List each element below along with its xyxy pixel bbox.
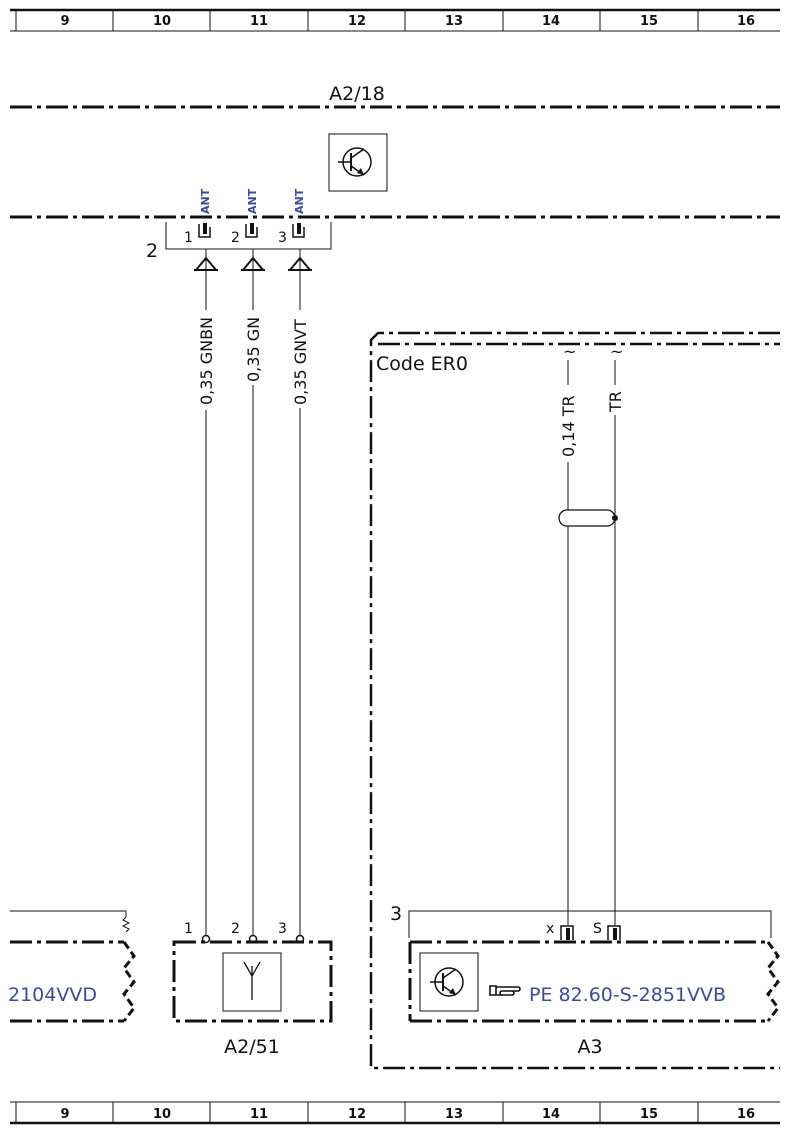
column-label: 12 [348, 1107, 366, 1122]
wire-label: 0,35 GN [244, 317, 263, 382]
left-reference[interactable]: 2104VVD [8, 984, 97, 1006]
column-label: 10 [153, 1107, 171, 1122]
pin-number: x [546, 921, 554, 937]
twisted-pair-marker [558, 509, 616, 527]
pin-label: ANT [246, 188, 259, 214]
column-label: 9 [60, 1107, 69, 1122]
antenna-icon [243, 961, 261, 1000]
column-label: 10 [153, 14, 171, 29]
component-name: A3 [577, 1036, 602, 1058]
column-label: 12 [348, 14, 366, 29]
wire-label: 0,35 GNVT [291, 319, 310, 405]
pin-number: 2 [231, 921, 240, 937]
connector-number: 3 [390, 903, 402, 925]
code-label: Code ER0 [376, 353, 468, 375]
column-label: 15 [640, 14, 658, 29]
component-name: A2/18 [329, 83, 385, 105]
column-label: 11 [250, 14, 268, 29]
column-label: 15 [640, 1107, 658, 1122]
column-label: 13 [445, 1107, 463, 1122]
pin-number: 3 [278, 230, 287, 246]
code-er0-box: Code ER0 ~ ~ 0,14 TR TR 3 x S [369, 331, 780, 1070]
column-label: 14 [542, 1107, 560, 1122]
pin-number: S [593, 921, 602, 937]
transistor-icon [430, 967, 464, 997]
column-ruler-top: 9 10 11 12 13 14 15 16 [10, 8, 780, 32]
column-label: 11 [250, 1107, 268, 1122]
pin-number: 2 [231, 230, 240, 246]
wire-label: 0,35 GNBN [197, 317, 216, 405]
column-label: 16 [737, 1107, 755, 1122]
component-a2-51: 1 2 3 A2/51 [172, 921, 333, 1058]
column-label: 13 [445, 14, 463, 29]
component-name: A2/51 [224, 1036, 280, 1058]
pin-number: 1 [184, 230, 193, 246]
column-label: 9 [60, 14, 69, 29]
column-ruler-bottom: 9 10 11 12 13 14 15 16 [10, 1101, 780, 1125]
component-a2-18: A2/18 [10, 83, 780, 219]
left-component: 2104VVD [8, 910, 136, 1023]
wire-label: 0,14 TR [559, 395, 578, 457]
connector-number: 2 [146, 240, 158, 262]
pin-number: 3 [278, 921, 287, 937]
wires: 0,35 GNBN 0,35 GN 0,35 GNVT [197, 249, 310, 935]
connector-2: 2 1 2 3 ANT ANT ANT [146, 188, 332, 271]
column-label: 16 [737, 14, 755, 29]
break-mark: ~ [563, 342, 576, 361]
transistor-box [328, 133, 388, 192]
column-label: 14 [542, 14, 560, 29]
pin-label: ANT [293, 188, 306, 214]
pointing-hand-icon [489, 985, 521, 996]
pin-label: ANT [199, 188, 212, 214]
transistor-icon [338, 147, 372, 177]
reference-link[interactable]: PE 82.60-S-2851VVB [529, 984, 726, 1006]
break-mark: ~ [610, 342, 623, 361]
pin-number: 1 [184, 921, 193, 937]
wire-label: TR [606, 391, 625, 413]
